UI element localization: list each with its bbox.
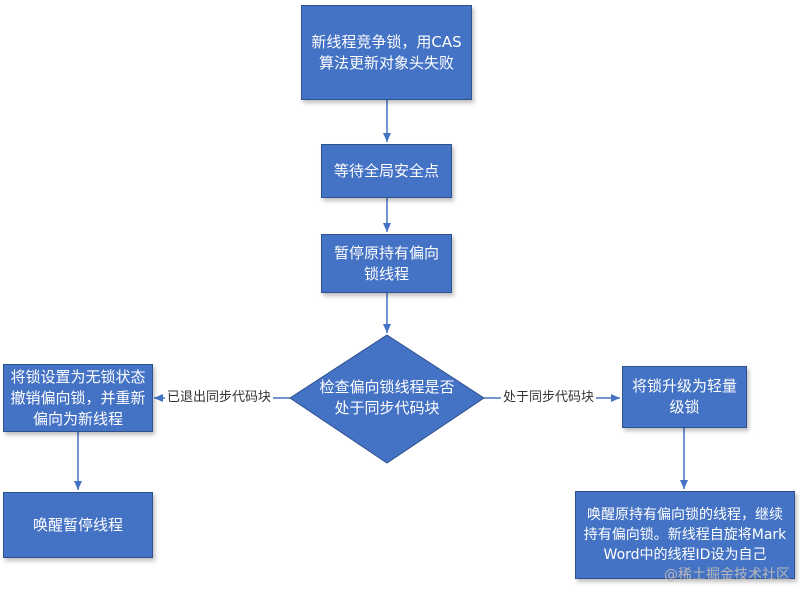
- decision-diamond: [289, 334, 485, 464]
- wake-paused-node: 唤醒暂停线程: [3, 492, 153, 558]
- wake-holder-node: 唤醒原持有偏向锁的线程，继续持有偏向锁。新线程自旋将Mark Word中的线程I…: [575, 491, 795, 579]
- revoke-node: 将锁设置为无锁状态撤销偏向锁，并重新偏向为新线程: [3, 364, 153, 432]
- start-node: 新线程竞争锁，用CAS算法更新对象头失败: [301, 5, 472, 100]
- wait-safepoint-text: 等待全局安全点: [333, 161, 439, 180]
- pause-holder-text: 暂停原持有偏向锁线程: [333, 243, 439, 283]
- revoke-text: 将锁设置为无锁状态撤销偏向锁，并重新偏向为新线程: [10, 367, 146, 428]
- wake-holder-text: 唤醒原持有偏向锁的线程，继续持有偏向锁。新线程自旋将Mark Word中的线程I…: [583, 507, 787, 563]
- check-sync-text: 检查偏向锁线程是否处于同步代码块: [319, 378, 455, 417]
- edge-label-exited-sync: 已退出同步代码块: [165, 390, 274, 406]
- upgrade-text: 将锁升级为轻量级锁: [631, 377, 737, 416]
- upgrade-node: 将锁升级为轻量级锁: [622, 366, 747, 428]
- wake-paused-text: 唤醒暂停线程: [32, 515, 123, 534]
- edge-label-in-sync: 处于同步代码块: [501, 390, 597, 406]
- pause-holder-node: 暂停原持有偏向锁线程: [321, 234, 452, 293]
- start-node-text: 新线程竞争锁，用CAS算法更新对象头失败: [311, 32, 462, 72]
- wait-safepoint-node: 等待全局安全点: [321, 144, 452, 198]
- check-sync-node: 检查偏向锁线程是否处于同步代码块: [318, 370, 456, 426]
- watermark: @稀土掘金技术社区: [664, 567, 790, 583]
